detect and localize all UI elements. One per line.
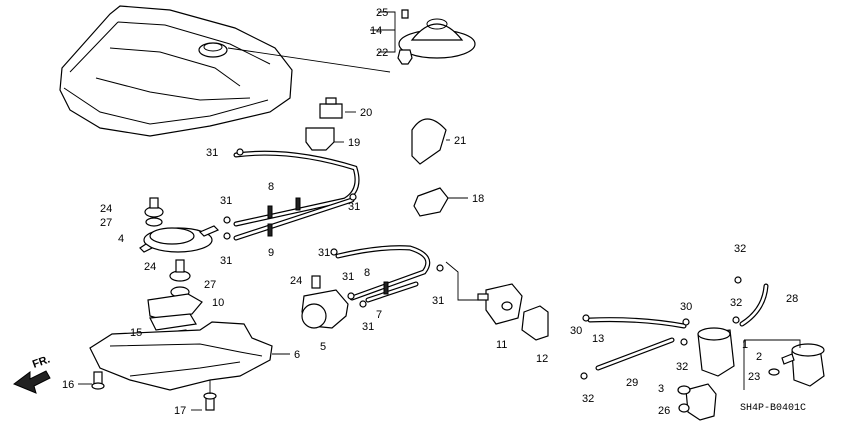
fuel-lines (587, 283, 769, 371)
charcoal-canister (301, 275, 349, 329)
callout-c5: 5 (320, 341, 326, 353)
front-direction-arrow (12, 370, 51, 394)
callout-c31e: 31 (318, 247, 330, 259)
callout-c8a: 8 (268, 181, 274, 193)
direction-label: FR. (31, 353, 52, 370)
callout-c22: 22 (376, 47, 388, 59)
callout-c6: 6 (294, 349, 300, 361)
purge-control-solenoid (477, 283, 523, 325)
callout-c12: 12 (536, 353, 548, 365)
callout-c31h: 31 (432, 295, 444, 307)
callout-c32c: 32 (676, 361, 688, 373)
callout-c4: 4 (118, 233, 124, 245)
callout-labels: 1234567889101112131415161718192021222324… (62, 7, 798, 417)
callout-c20: 20 (360, 107, 372, 119)
callout-c31f: 31 (342, 271, 354, 283)
two-way-valve (139, 197, 220, 298)
hose-clamps (223, 148, 742, 380)
callout-c17: 17 (174, 405, 186, 417)
fuel-tank (59, 5, 391, 137)
callout-c27b: 27 (204, 279, 216, 291)
callout-c25: 25 (376, 7, 388, 19)
callout-c30a: 30 (680, 301, 692, 313)
fuel-filter (677, 327, 735, 421)
callout-c31c: 31 (220, 255, 232, 267)
vent-hoses (233, 150, 360, 241)
callout-c13: 13 (592, 333, 604, 345)
callout-c9: 9 (268, 247, 274, 259)
callout-c16: 16 (62, 379, 74, 391)
callout-c24b: 24 (144, 261, 156, 273)
callout-c10: 10 (212, 297, 224, 309)
callout-c24c: 24 (290, 275, 302, 287)
diagram-code: SH4P-B0401C (740, 403, 806, 414)
callout-c30b: 30 (570, 325, 582, 337)
callout-c26: 26 (658, 405, 670, 417)
callout-c7: 7 (376, 309, 382, 321)
callout-c28: 28 (786, 293, 798, 305)
callout-c1: 1 (742, 339, 748, 351)
callout-c3: 3 (658, 383, 664, 395)
callout-c31b: 31 (220, 195, 232, 207)
callout-c15: 15 (130, 327, 142, 339)
callout-c18: 18 (472, 193, 484, 205)
callout-c32a: 32 (734, 243, 746, 255)
fuel-pump-cover (370, 9, 476, 65)
solenoid-bracket (521, 305, 549, 341)
callout-c19: 19 (348, 137, 360, 149)
callout-c31a: 31 (206, 147, 218, 159)
callout-c31d: 31 (348, 201, 360, 213)
bolts (78, 371, 217, 411)
canister-hoses (335, 245, 490, 303)
callout-c21: 21 (454, 135, 466, 147)
callout-c11: 11 (496, 339, 507, 351)
callout-c32d: 32 (582, 393, 594, 405)
callout-c32b: 32 (730, 297, 742, 309)
callout-c8b: 8 (364, 267, 370, 279)
callout-c23: 23 (748, 371, 760, 383)
clips-group (305, 97, 468, 217)
callout-c24a: 24 (100, 203, 112, 215)
callout-c14: 14 (370, 25, 382, 37)
callout-c2: 2 (756, 351, 762, 363)
callout-c27a: 27 (100, 217, 112, 229)
fuel-filter-assembly (743, 339, 825, 390)
tank-guard-plate (89, 321, 290, 391)
callout-c29: 29 (626, 377, 638, 389)
callout-c31g: 31 (362, 321, 374, 333)
